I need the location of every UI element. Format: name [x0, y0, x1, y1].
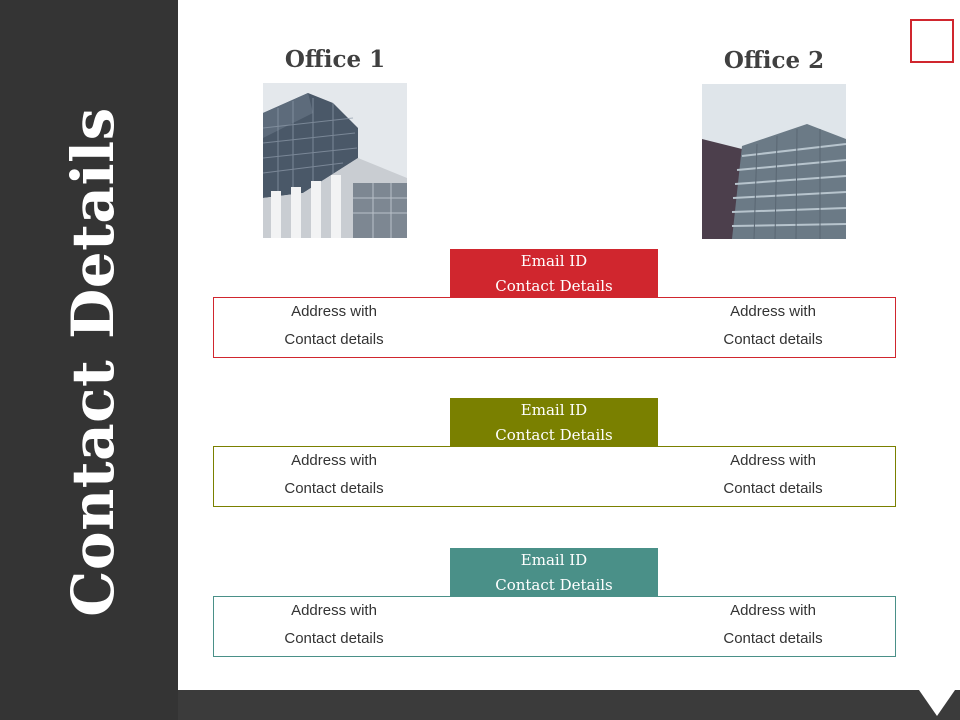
sidebar: Contact Details — [0, 0, 178, 720]
office-2-photo — [702, 84, 846, 239]
email-label: Email ID — [520, 252, 588, 270]
address-line-1: Address with — [291, 452, 377, 469]
office-1-address: Address with Contact details — [214, 447, 454, 503]
address-line-1: Address with — [291, 602, 377, 619]
page-title: Contact Details — [59, 107, 127, 617]
address-line-1: Address with — [730, 303, 816, 320]
address-line-1: Address with — [730, 452, 816, 469]
office-1-address: Address with Contact details — [214, 597, 454, 653]
email-label: Email ID — [520, 551, 588, 569]
address-line-2: Contact details — [723, 331, 823, 348]
email-box-2: Email ID Contact Details — [450, 398, 658, 446]
office-1-address: Address with Contact details — [214, 298, 454, 354]
email-box-1: Email ID Contact Details — [450, 249, 658, 297]
email-box-3: Email ID Contact Details — [450, 548, 658, 596]
office-2-address: Address with Contact details — [653, 597, 893, 653]
address-box-3: Address with Contact details Address wit… — [213, 596, 896, 657]
address-line-2: Contact details — [284, 630, 384, 647]
contact-label: Contact Details — [495, 576, 613, 594]
footer-bar — [178, 690, 960, 720]
address-box-2: Address with Contact details Address wit… — [213, 446, 896, 507]
address-line-2: Contact details — [284, 331, 384, 348]
square-outline-icon — [910, 19, 954, 63]
address-line-1: Address with — [730, 602, 816, 619]
office-1-title: Office 1 — [284, 46, 386, 73]
address-line-1: Address with — [291, 303, 377, 320]
office-2-address: Address with Contact details — [653, 447, 893, 503]
address-box-1: Address with Contact details Address wit… — [213, 297, 896, 358]
office-2-title: Office 2 — [723, 47, 825, 74]
address-line-2: Contact details — [723, 480, 823, 497]
contact-label: Contact Details — [495, 426, 613, 444]
address-line-2: Contact details — [284, 480, 384, 497]
contact-label: Contact Details — [495, 277, 613, 295]
address-line-2: Contact details — [723, 630, 823, 647]
email-label: Email ID — [520, 401, 588, 419]
triangle-notch-icon — [919, 690, 955, 716]
office-1-photo — [263, 83, 407, 238]
office-2-address: Address with Contact details — [653, 298, 893, 354]
